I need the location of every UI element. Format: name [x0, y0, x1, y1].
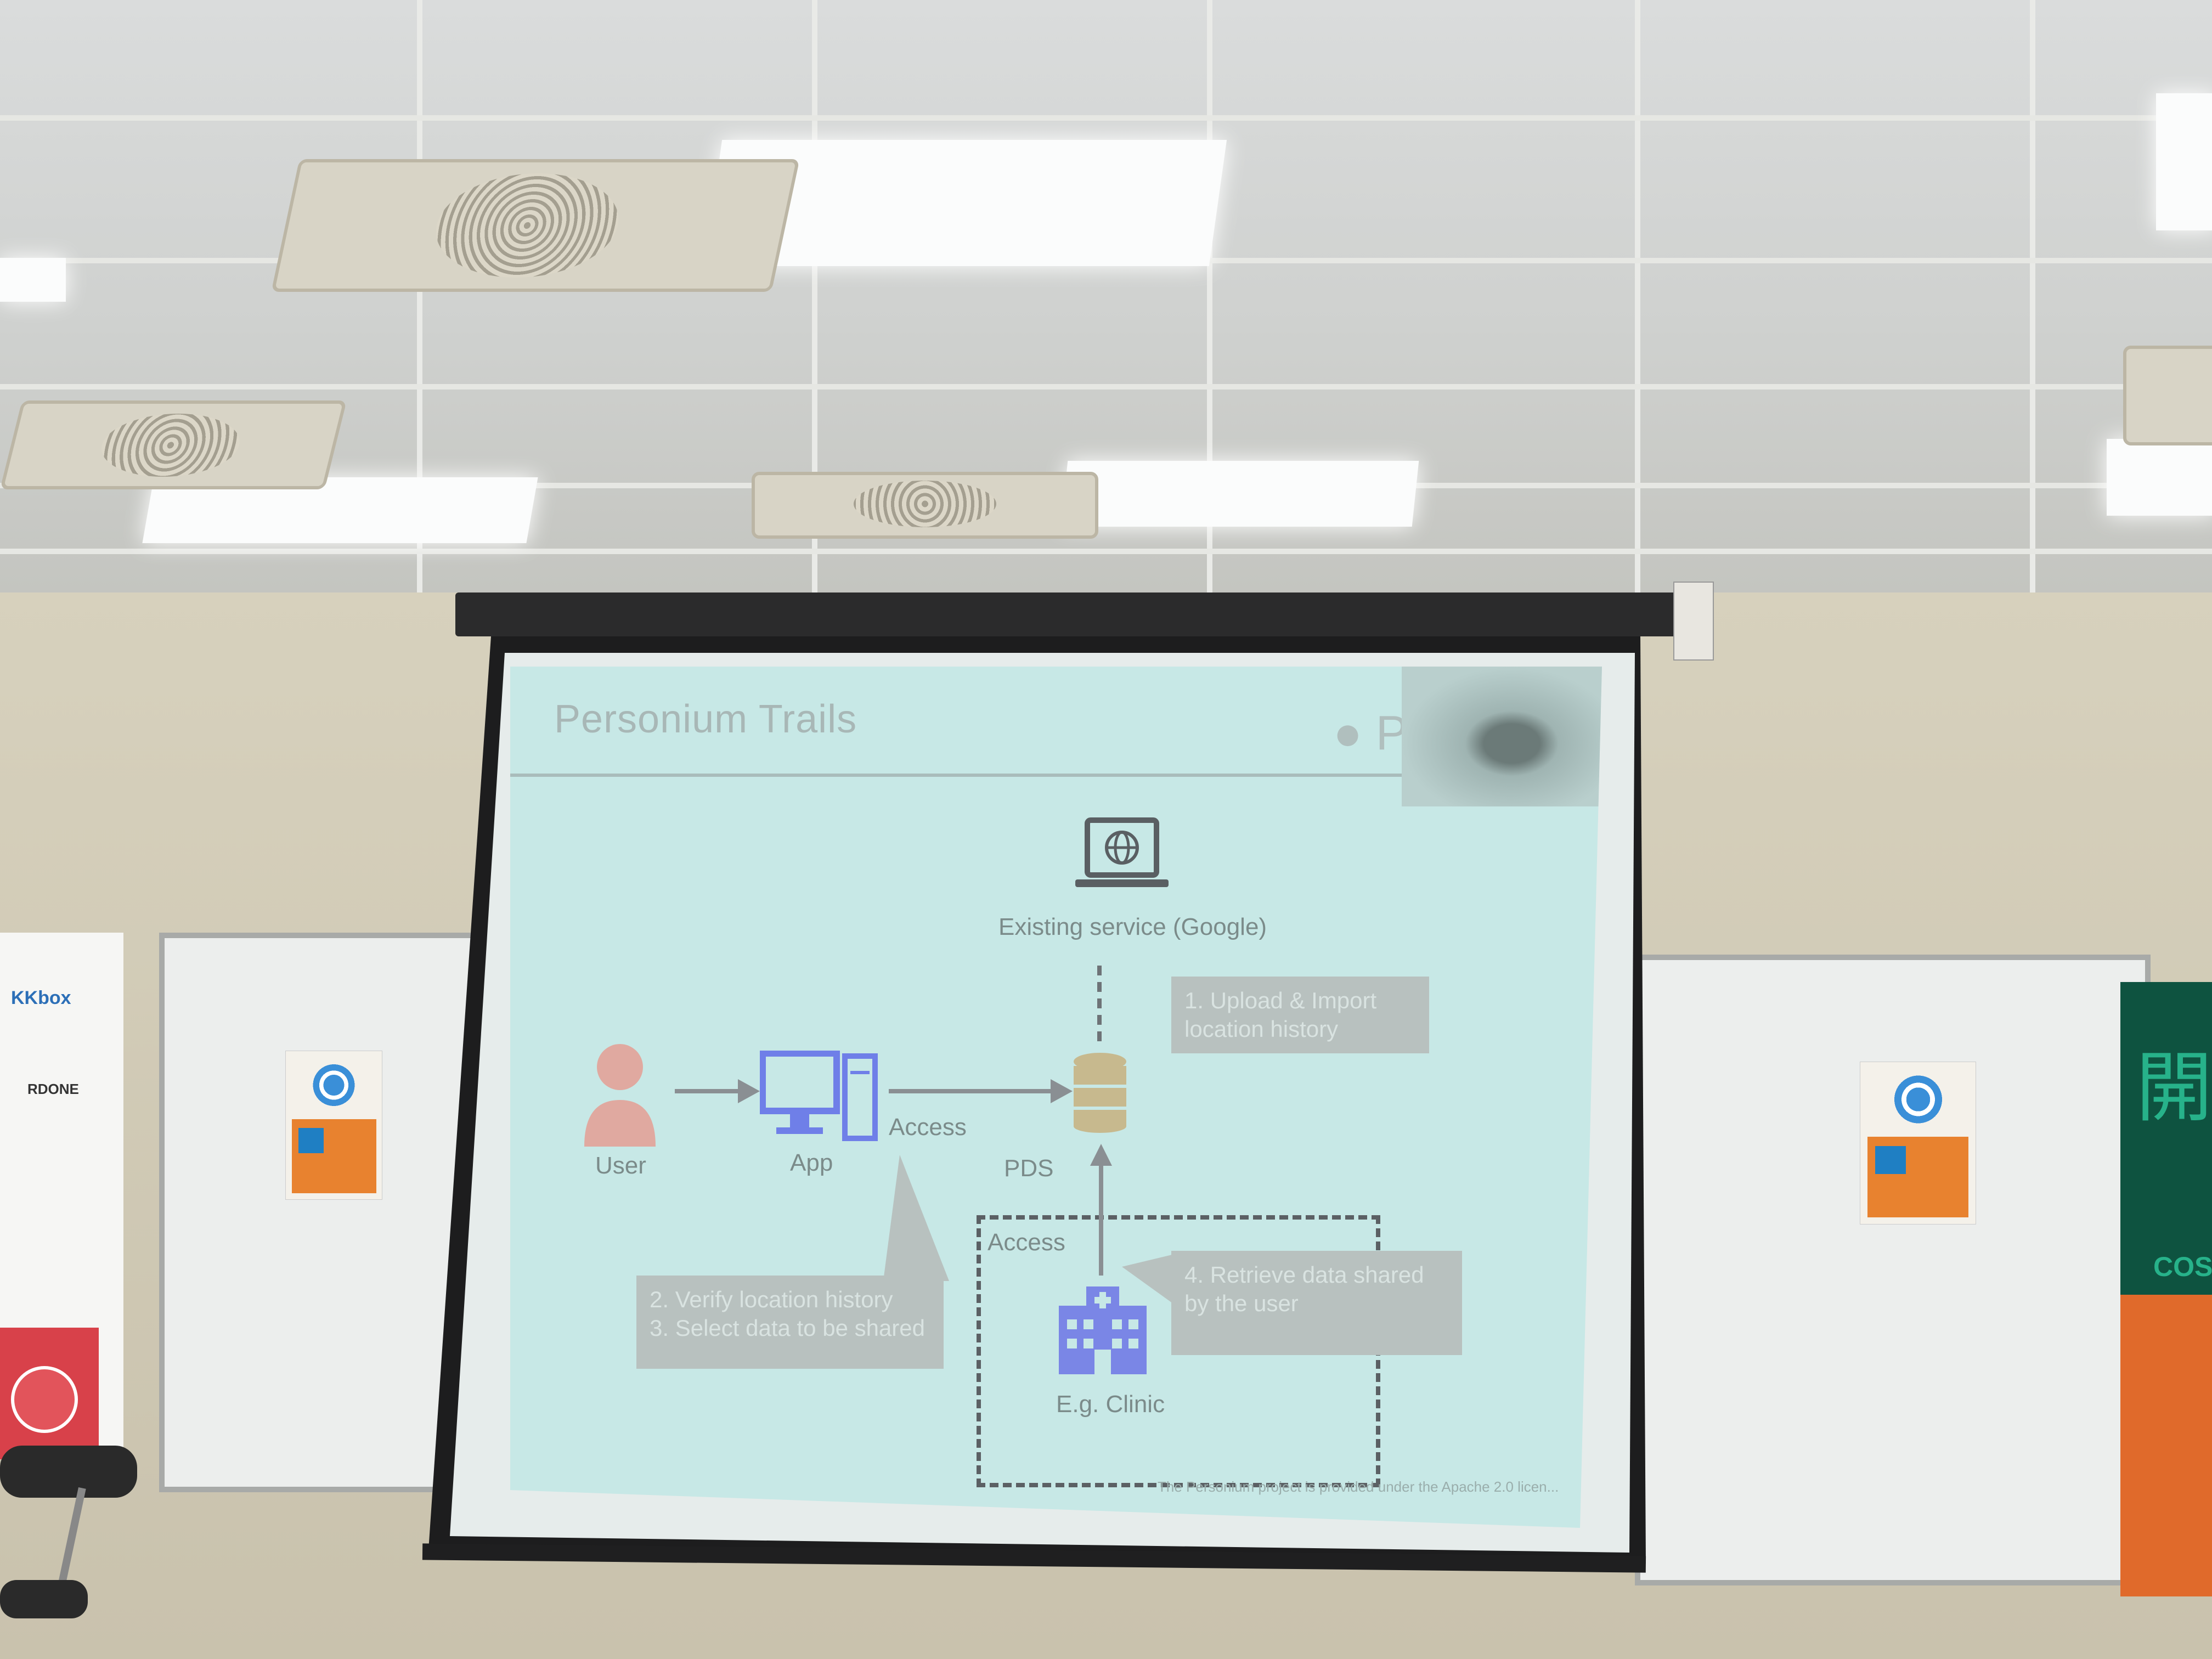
sponsor-logo: RDONE [27, 1081, 79, 1097]
arrowhead [1051, 1079, 1073, 1103]
ceiling [0, 0, 2212, 592]
title-divider [510, 774, 1602, 777]
callout-upload: 1. Upload & Import location history [1171, 977, 1429, 1053]
ceiling-fan-vent [271, 159, 800, 292]
access-label-clinic: Access [988, 1229, 1065, 1256]
conference-poster-right: 開 COS [2120, 982, 2212, 1596]
arrow-service-to-pds [1097, 966, 1102, 1042]
existing-service-label: Existing service (Google) [998, 913, 1267, 940]
callout-verify: 2. Verify location history 3. Select dat… [636, 1276, 944, 1369]
user-label: User [595, 1152, 646, 1179]
ceiling-fan-vent [2123, 346, 2212, 445]
air-vent [752, 472, 1098, 539]
slide-title: Personium Trails [554, 697, 857, 741]
projected-slide: Personium Trails ● Pe Existing service (… [510, 667, 1602, 1528]
desktop-computer-icon [760, 1051, 878, 1141]
clinic-building-icon [1059, 1286, 1147, 1374]
arrowhead [1090, 1144, 1112, 1166]
access-label-app: Access [889, 1114, 967, 1141]
pds-label: PDS [1004, 1155, 1054, 1182]
whiteboard-right [1635, 955, 2151, 1585]
app-label: App [790, 1149, 833, 1176]
laptop-globe-icon [1075, 817, 1169, 887]
ceiling-light [0, 258, 66, 302]
logo-drop-icon: ● [1333, 706, 1363, 760]
license-footnote: The Personium project is provided under … [1158, 1479, 1559, 1495]
sponsor-poster-left: KKbox RDONE [0, 933, 123, 1459]
arrowhead [738, 1079, 760, 1103]
arrow-app-to-pds [889, 1089, 1053, 1093]
mascot-bird-icon [11, 1366, 78, 1433]
screen-bracket [1673, 582, 1714, 661]
arrow-user-to-app [675, 1089, 741, 1093]
callout-verify-line2: 3. Select data to be shared [650, 1315, 926, 1341]
arrow-clinic-to-pds [1099, 1160, 1103, 1276]
presenter-webcam-overlay [1402, 667, 1602, 806]
chair-seat [0, 1580, 88, 1618]
user-icon [584, 1044, 656, 1147]
callout-retrieve: 4. Retrieve data shared by the user [1171, 1251, 1462, 1355]
ceiling-fan-vent [0, 400, 347, 489]
ceiling-light [2107, 439, 2212, 516]
poster-footer-red [0, 1328, 99, 1459]
sponsor-logo: KKbox [11, 988, 71, 1008]
database-icon [1074, 1053, 1126, 1133]
whiteboard-left [159, 933, 494, 1492]
event-sticker-right [1860, 1062, 1976, 1224]
poster-text: COS [2153, 1251, 2212, 1282]
poster-title-char: 開 [2136, 1043, 2212, 1133]
clinic-label: E.g. Clinic [1056, 1391, 1165, 1418]
event-sticker-left [285, 1051, 382, 1200]
callout-verify-line1: 2. Verify location history [650, 1286, 893, 1312]
poster-orange-band [2120, 1295, 2212, 1596]
projector-screen-housing [455, 592, 1695, 636]
ceiling-light [2156, 93, 2212, 230]
callout-verify-pointer [883, 1155, 949, 1281]
chair-backrest [0, 1446, 137, 1498]
ceiling-light [1060, 461, 1419, 527]
